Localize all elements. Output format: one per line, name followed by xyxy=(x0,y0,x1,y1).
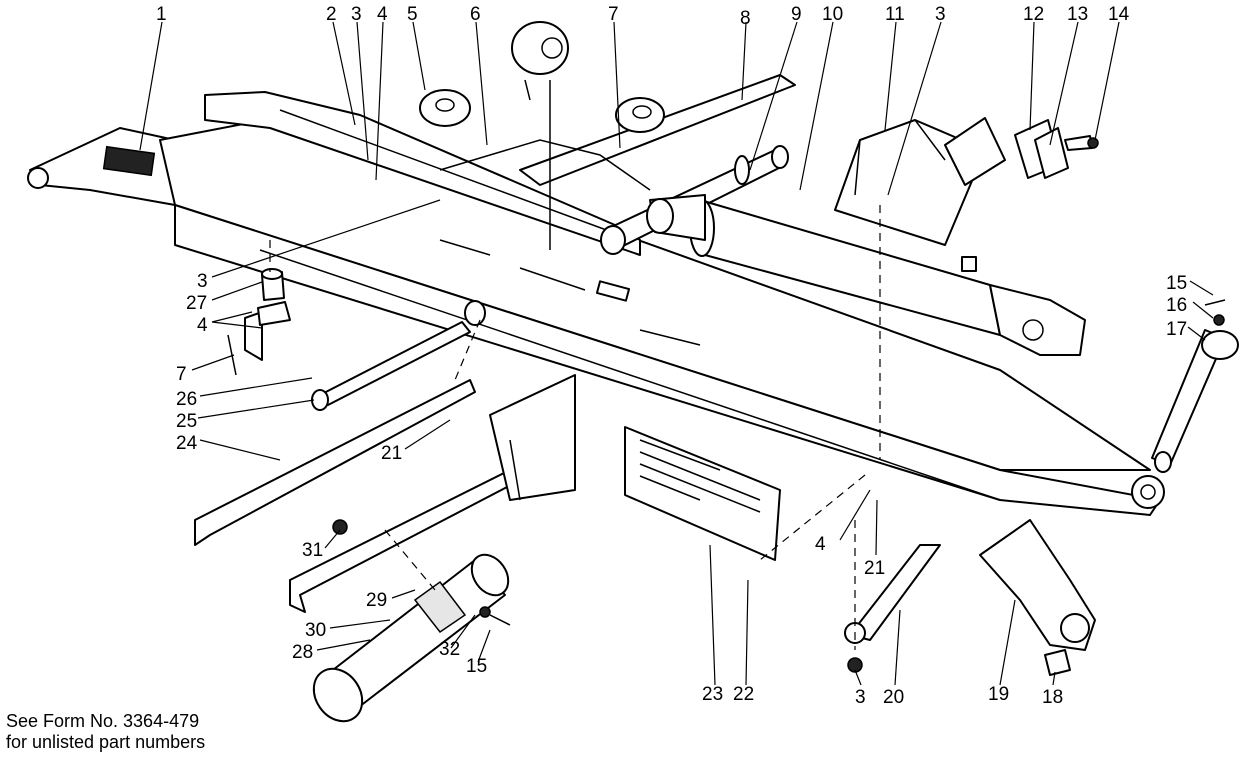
footnote: See Form No. 3364-479 for unlisted part … xyxy=(6,711,205,753)
callout-9: 9 xyxy=(791,4,802,25)
callout-17: 17 xyxy=(1166,319,1187,340)
callout-12: 12 xyxy=(1023,4,1044,25)
callout-leaders xyxy=(139,21,1214,686)
pin-bushing xyxy=(227,268,291,376)
footnote-line-1: See Form No. 3364-479 xyxy=(6,711,200,731)
callout-numbers: 1 2 3 4 5 6 7 8 9 10 11 3 12 13 14 3 27 … xyxy=(156,4,1187,708)
callout-13: 13 xyxy=(1067,4,1088,25)
callout-16: 16 xyxy=(1166,295,1187,316)
callout-24: 24 xyxy=(176,433,198,454)
callout-23: 23 xyxy=(702,684,723,705)
callout-15: 15 xyxy=(1166,273,1187,294)
callout-3c: 3 xyxy=(197,271,208,292)
callout-19: 19 xyxy=(988,684,1009,705)
callout-28: 28 xyxy=(292,642,313,663)
callout-18: 18 xyxy=(1042,687,1063,708)
storage-tube xyxy=(312,553,511,723)
callout-11: 11 xyxy=(885,4,905,25)
callout-32: 32 xyxy=(439,639,460,660)
callout-27: 27 xyxy=(186,293,207,314)
lift-arm xyxy=(1151,299,1239,473)
callout-31: 31 xyxy=(302,540,323,561)
callout-3d: 3 xyxy=(855,687,866,708)
callout-3: 3 xyxy=(351,4,362,25)
callout-8: 8 xyxy=(740,8,751,29)
callout-21: 21 xyxy=(381,443,402,464)
callout-1: 1 xyxy=(156,4,167,25)
assembly-lines xyxy=(269,205,881,650)
callout-14: 14 xyxy=(1108,4,1130,25)
boom-assembly xyxy=(27,114,1165,516)
callout-4b: 4 xyxy=(197,315,208,336)
callout-10: 10 xyxy=(822,4,843,25)
callout-30: 30 xyxy=(305,620,326,641)
mount-bracket xyxy=(834,117,1099,246)
callout-22: 22 xyxy=(733,684,754,705)
callout-29: 29 xyxy=(366,590,387,611)
callout-26: 26 xyxy=(176,389,197,410)
callout-15b: 15 xyxy=(466,656,487,677)
callout-21b: 21 xyxy=(864,558,885,579)
lower-supports xyxy=(194,300,576,613)
hydraulic-cylinder xyxy=(646,155,1086,356)
callout-3b: 3 xyxy=(935,4,946,25)
callout-25: 25 xyxy=(176,411,197,432)
callout-4c: 4 xyxy=(815,534,826,555)
callout-5: 5 xyxy=(407,4,418,25)
decal-plate xyxy=(624,426,781,561)
callout-2: 2 xyxy=(326,4,337,25)
callout-6: 6 xyxy=(470,4,481,25)
pulleys xyxy=(419,21,665,250)
callout-7: 7 xyxy=(608,4,619,25)
callout-4: 4 xyxy=(377,4,388,25)
callout-7b: 7 xyxy=(176,364,187,385)
front-brace xyxy=(844,519,1096,676)
callout-20: 20 xyxy=(883,687,904,708)
footnote-line-2: for unlisted part numbers xyxy=(6,732,206,752)
